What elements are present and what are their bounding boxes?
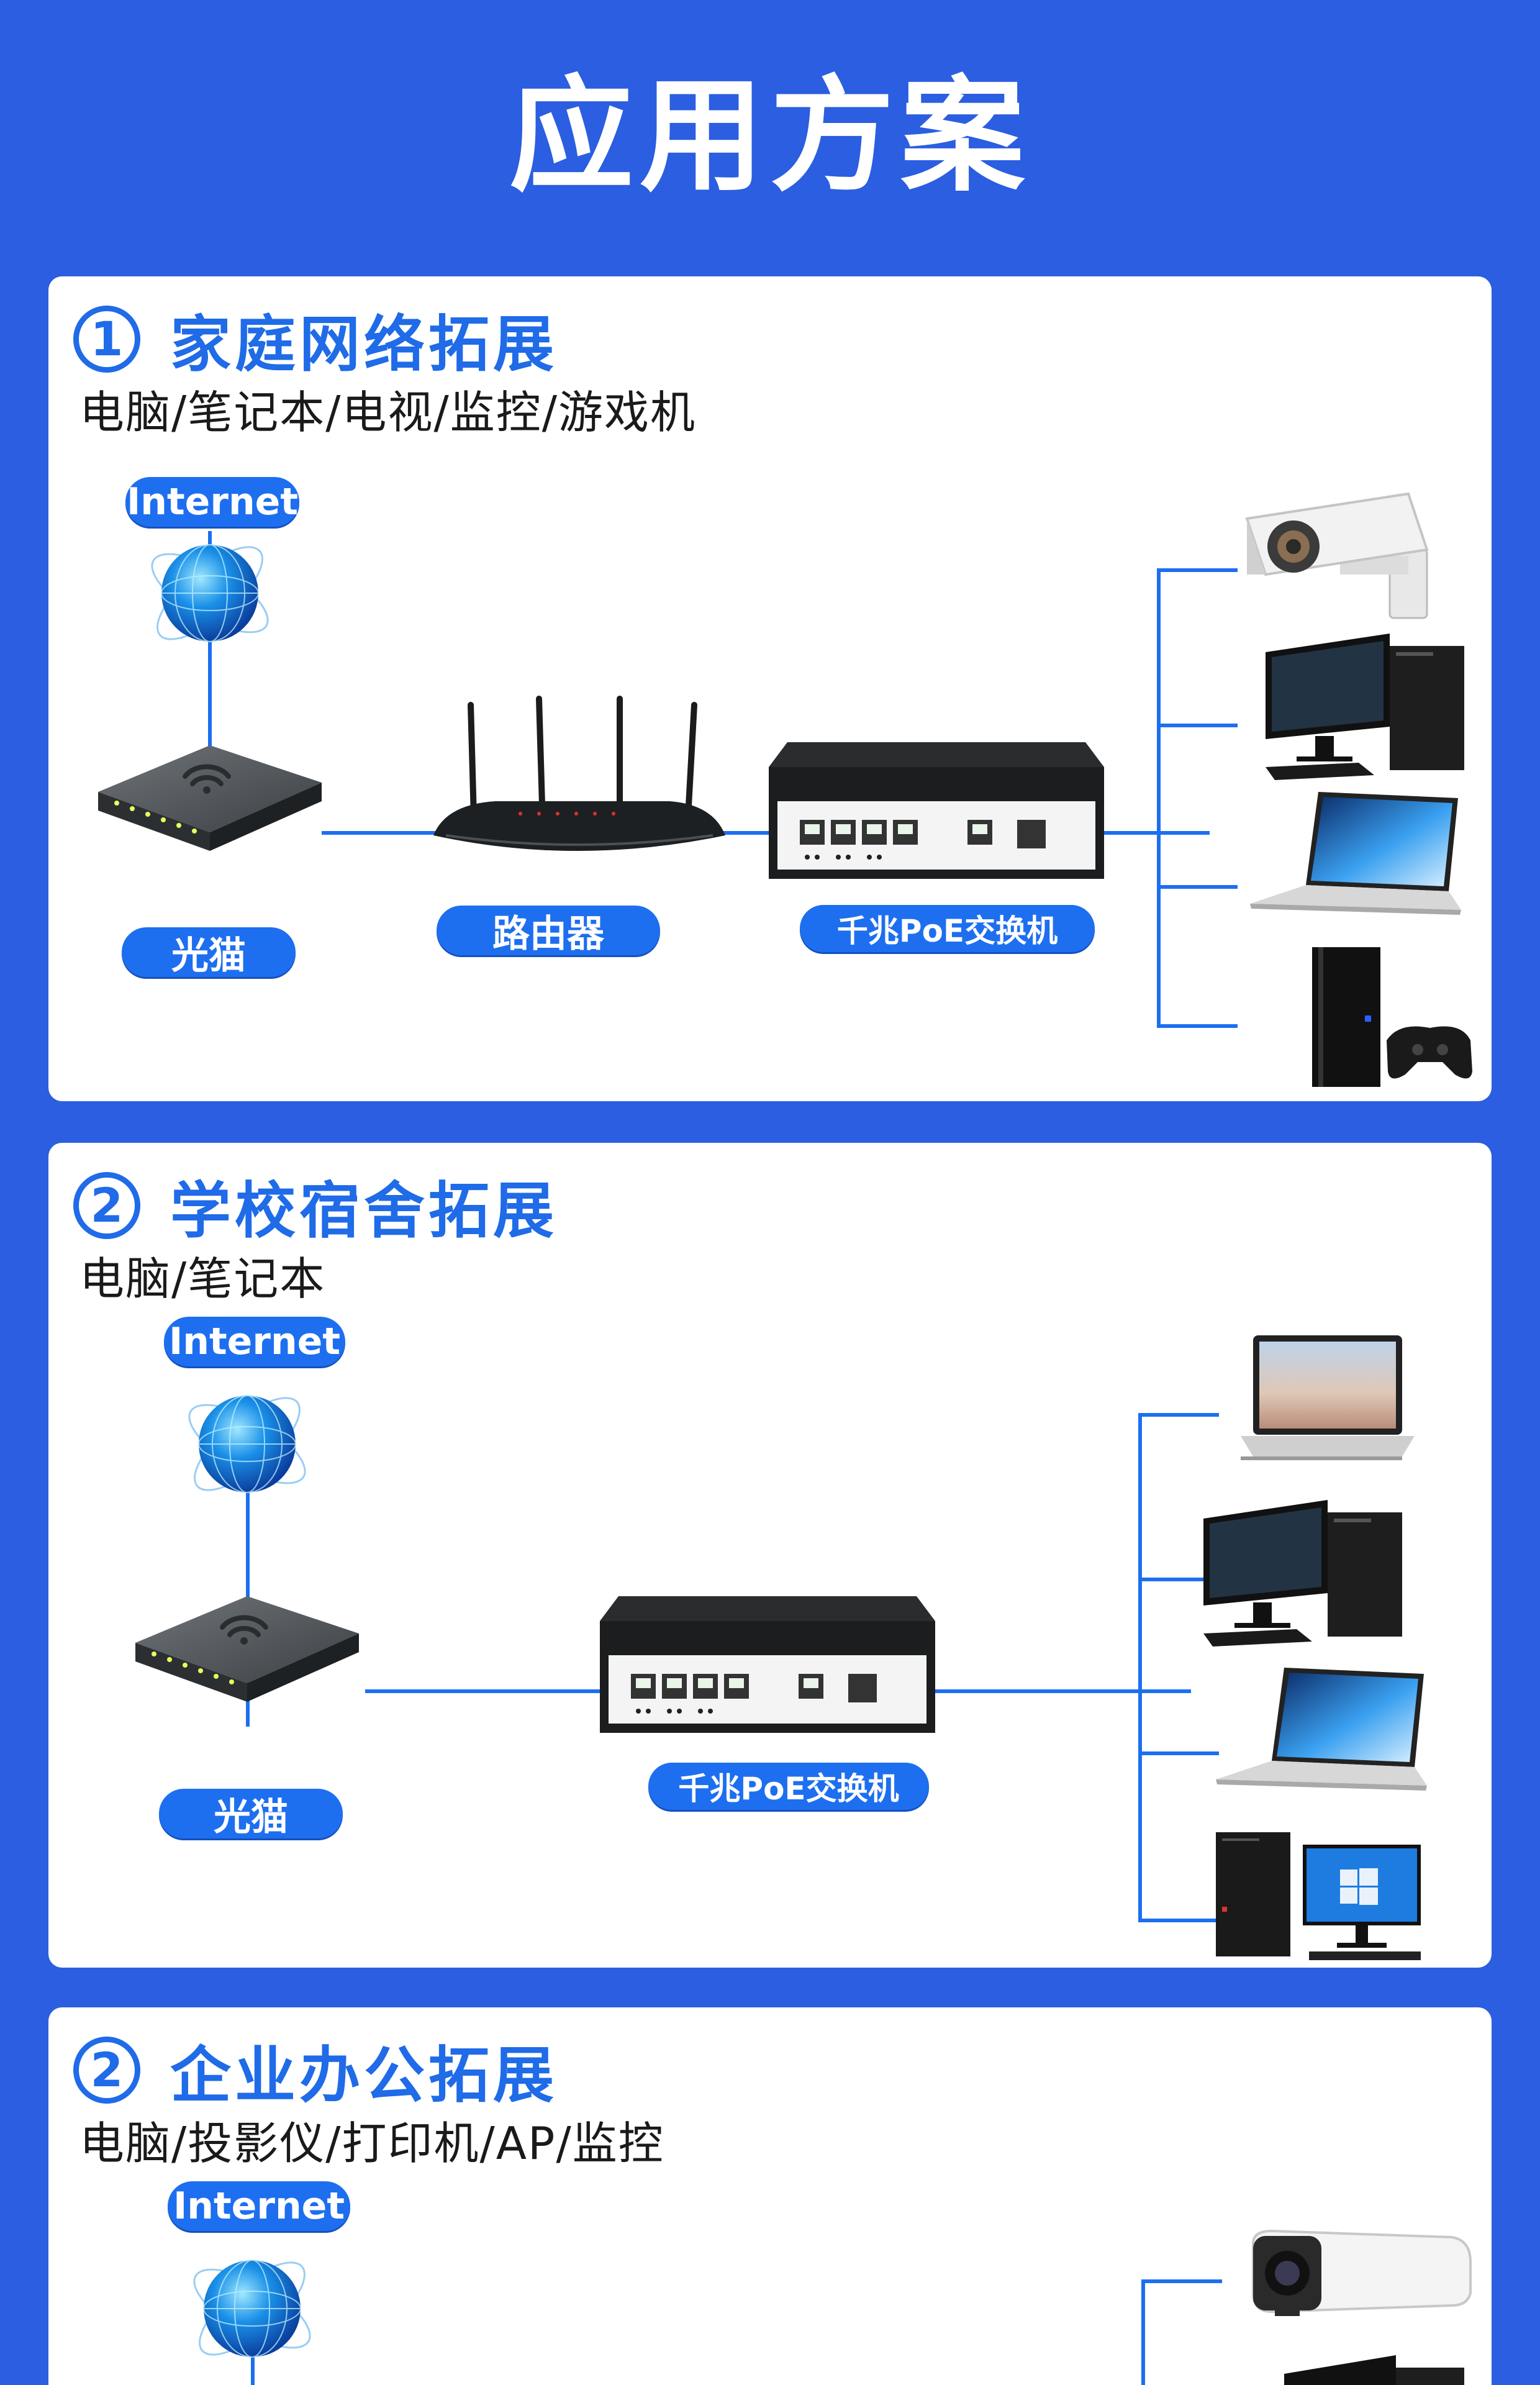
internet-label: Internet <box>168 2181 350 2231</box>
section-header: 2 企业办公拓展 <box>73 2026 558 2114</box>
connector-line <box>1141 2279 1145 2385</box>
modem-label: 光猫 <box>159 1789 343 1839</box>
laptop-icon <box>1228 1335 1415 1466</box>
laptop-icon <box>1216 1668 1427 1798</box>
section-number-badge: 2 <box>73 1172 140 1239</box>
section-dormitory-network: 2 学校宿舍拓展 电脑/笔记本 Internet 光猫 <box>48 1143 1492 1968</box>
page-title: 应用方案 <box>509 64 1031 209</box>
connector-line <box>1138 1413 1142 1922</box>
internet-label: Internet <box>125 477 299 527</box>
security-camera-icon <box>1234 481 1470 624</box>
connector-line <box>1157 568 1161 1028</box>
laptop-icon <box>1250 792 1461 922</box>
section-title: 学校宿舍拓展 <box>170 1176 558 1247</box>
poe-switch-label: 千兆PoE交换机 <box>648 1763 929 1810</box>
desktop-computer-icon <box>1203 1500 1408 1649</box>
connector-line <box>1157 1024 1238 1028</box>
connector-line <box>1138 1578 1219 1581</box>
desktop-tower-monitor-icon <box>1216 1832 1427 1963</box>
section-number-badge: 2 <box>73 2037 140 2104</box>
connector-line <box>322 831 1210 835</box>
modem-device <box>129 1584 365 1702</box>
modem-device <box>92 733 328 851</box>
section-subtitle: 电脑/笔记本/电视/监控/游戏机 <box>79 386 697 438</box>
poe-switch-device <box>600 1596 935 1733</box>
desktop-computer-icon <box>1266 634 1470 783</box>
connector-line <box>1157 724 1238 727</box>
desktop-computer-icon <box>1284 2355 1470 2385</box>
section-header: 1 家庭网络拓展 <box>73 295 558 383</box>
section-home-network: 1 家庭网络拓展 电脑/笔记本/电视/监控/游戏机 Internet <box>48 276 1492 1101</box>
modem-label: 光猫 <box>122 927 296 978</box>
section-subtitle: 电脑/投影仪/打印机/AP/监控 <box>79 2117 664 2169</box>
connector-line <box>1138 1751 1219 1755</box>
section-number-badge: 1 <box>73 306 140 373</box>
section-subtitle: 电脑/笔记本 <box>79 1253 326 1305</box>
game-console-icon <box>1306 947 1474 1090</box>
connector-line <box>1138 1919 1219 1922</box>
connector-line <box>1138 1413 1219 1417</box>
internet-label: Internet <box>164 1317 345 1366</box>
globe-icon <box>142 525 278 661</box>
globe-icon <box>184 2240 320 2377</box>
bullet-camera-icon <box>1228 2219 1477 2343</box>
poe-switch-label: 千兆PoE交换机 <box>800 905 1095 952</box>
section-title: 企业办公拓展 <box>170 2040 558 2111</box>
connector-line <box>1141 2279 1222 2283</box>
router-label: 路由器 <box>437 906 660 956</box>
connector-line <box>1157 568 1238 572</box>
connector-line <box>1157 885 1238 889</box>
section-office-network: 2 企业办公拓展 电脑/投影仪/打印机/AP/监控 Internet <box>48 2007 1492 2385</box>
globe-icon <box>179 1376 315 1512</box>
poe-switch-device <box>769 742 1104 879</box>
section-title: 家庭网络拓展 <box>170 309 558 380</box>
router-device <box>421 696 732 860</box>
section-header: 2 学校宿舍拓展 <box>73 1161 558 1250</box>
